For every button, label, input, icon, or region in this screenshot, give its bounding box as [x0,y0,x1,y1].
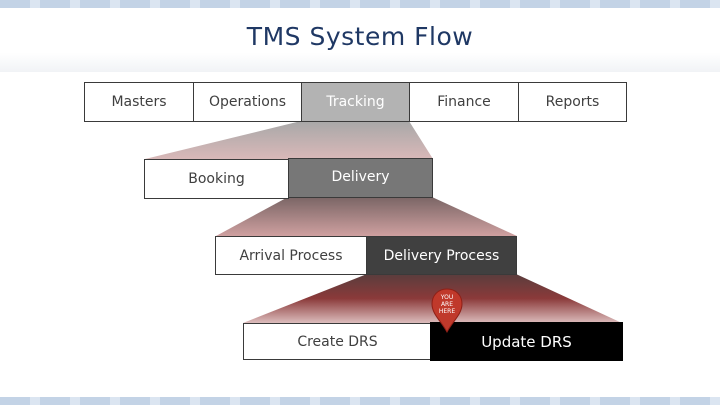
tier4-create-drs[interactable]: Create DRS [243,323,432,360]
tier3-delivery-process[interactable]: Delivery Process [366,236,517,275]
you-are-here-pin-icon: YOU ARE HERE [431,288,463,334]
tier1-operations[interactable]: Operations [193,82,302,122]
slide-title: TMS System Flow [246,22,474,51]
tier4-update-drs[interactable]: Update DRS [430,322,623,361]
tier2-delivery[interactable]: Delivery [288,158,433,198]
funnel-level1-to-level2 [145,121,433,159]
tier1-reports[interactable]: Reports [518,82,627,122]
bottom-decorative-stripe [0,397,720,405]
pin-text-line1: YOU [440,294,453,301]
tier3-arrival-process[interactable]: Arrival Process [215,236,367,275]
pin-text-line3: HERE [439,308,455,315]
title-band [0,8,720,72]
top-decorative-stripe [0,0,720,8]
tier1-finance[interactable]: Finance [409,82,519,122]
pin-text-line2: ARE [441,301,453,308]
funnel-level2-to-level3 [216,197,517,236]
tier2-booking[interactable]: Booking [144,159,289,199]
tier1-masters[interactable]: Masters [84,82,194,122]
tier1-tracking[interactable]: Tracking [301,82,410,122]
